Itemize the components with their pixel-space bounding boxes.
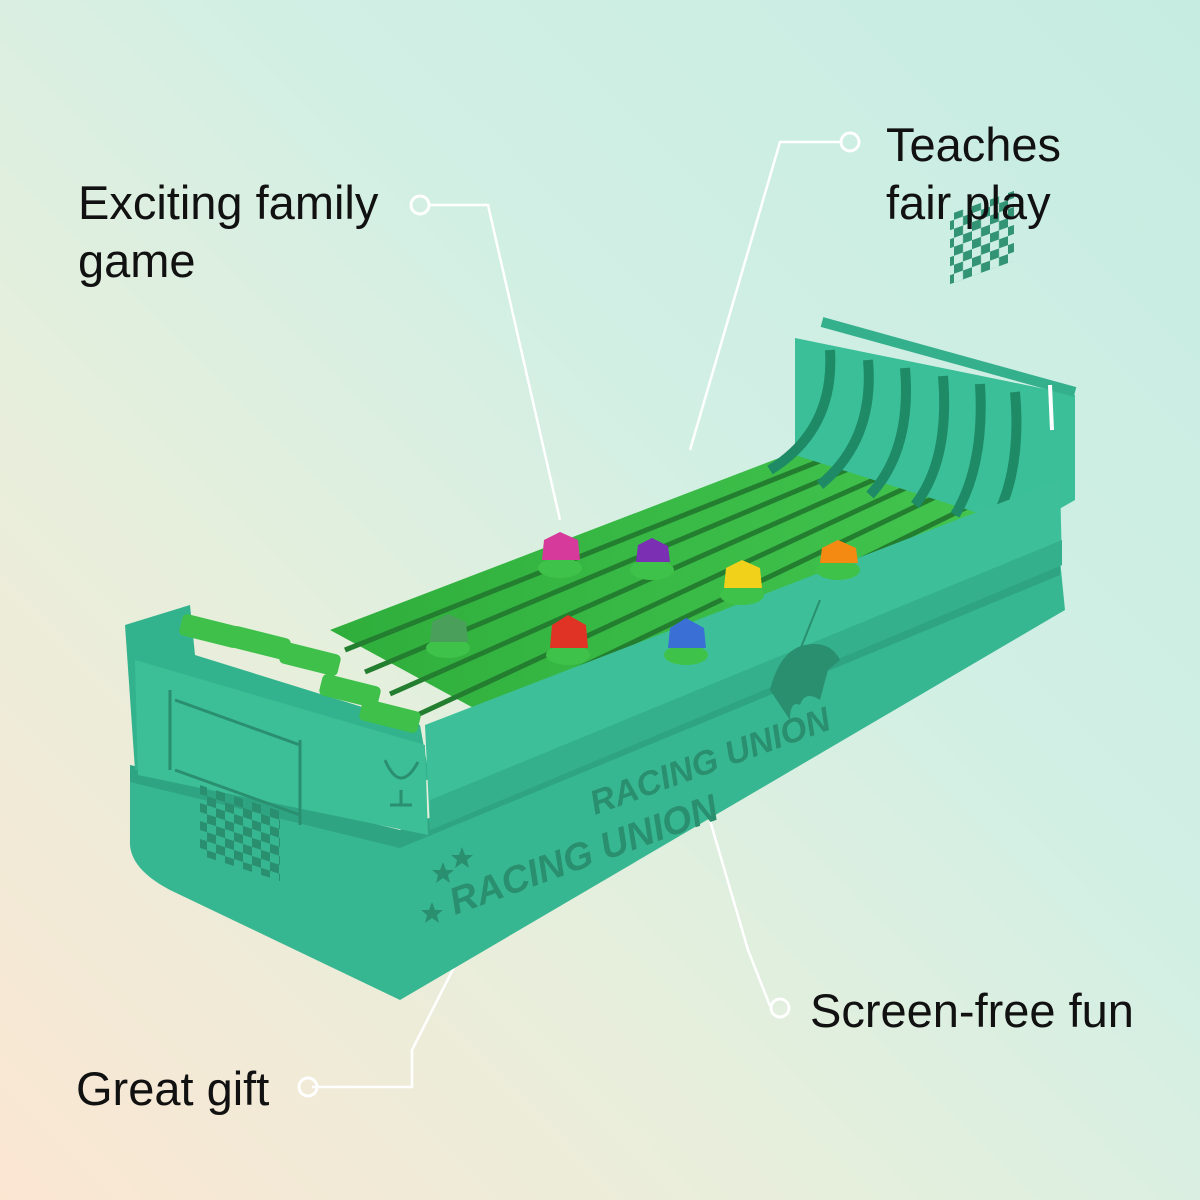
family-game-dot xyxy=(409,194,431,216)
left-panel-engraving xyxy=(168,690,302,881)
left-side-panel xyxy=(135,660,428,835)
base-tray xyxy=(129,560,1066,1000)
callout-family-game-line1: Exciting family xyxy=(78,176,379,229)
horse-piece-yellow xyxy=(720,560,764,605)
checkered-flag-icon xyxy=(950,190,1014,285)
screen-free-connector xyxy=(702,799,772,1007)
horse-piece-blue xyxy=(664,618,708,665)
fair-play-dot xyxy=(839,131,861,153)
family-game-connector xyxy=(430,203,562,521)
finish-rail-white xyxy=(1048,384,1054,431)
gift-dot xyxy=(297,1076,319,1098)
callout-family-game-line2: game xyxy=(78,234,196,287)
callout-fair-play-line1: Teaches xyxy=(886,118,1062,171)
callout-screen-free: Screen-free fun xyxy=(810,982,1134,1040)
trophy-icon xyxy=(383,759,420,807)
horse-piece-purple xyxy=(630,538,674,580)
callout-gift-line1: Great gift xyxy=(76,1062,270,1115)
horse-rider-icon xyxy=(770,599,840,720)
racing-game-board: RACING UNION RACING UNION xyxy=(125,190,1077,1000)
callout-fair-play-line2: fair play xyxy=(886,176,1051,229)
callout-gift: Great gift xyxy=(76,1060,269,1118)
horse-piece-red xyxy=(546,615,590,665)
callout-fair-play: Teaches fair play xyxy=(886,116,1061,232)
stars-icon xyxy=(421,847,473,923)
fair-play-connector xyxy=(688,140,840,451)
callout-connectors xyxy=(312,140,840,1089)
horse-piece-green xyxy=(426,614,470,658)
horse-piece-orange xyxy=(816,540,860,580)
callout-family-game: Exciting family game xyxy=(78,174,378,290)
launcher-keys xyxy=(179,614,421,733)
gift-connector xyxy=(312,919,480,1089)
callout-screen-free-line1: Screen-free fun xyxy=(810,984,1134,1037)
horse-piece-pink xyxy=(538,532,582,578)
track-surface xyxy=(330,450,1040,755)
connector-dots xyxy=(297,131,861,1098)
finish-rail xyxy=(820,317,1077,397)
screen-free-dot xyxy=(769,997,791,1019)
horse-pieces xyxy=(426,532,860,665)
front-wall-shade xyxy=(430,540,1062,830)
